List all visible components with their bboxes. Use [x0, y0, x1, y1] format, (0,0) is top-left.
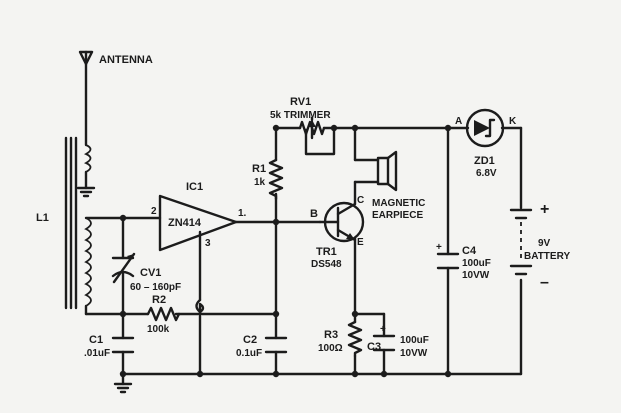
ic1-part-label: ZN414 — [168, 217, 202, 229]
r2-resistor — [146, 306, 181, 322]
zd1-value: 6.8V — [476, 168, 497, 179]
c1-label: C1 — [89, 334, 103, 346]
tr1-emitter-label: E — [357, 237, 364, 248]
tr1-transistor — [318, 201, 365, 243]
zd1-zener-diode — [465, 108, 505, 148]
coil-l1 — [84, 217, 92, 307]
c2-value: 0.1uF — [236, 348, 262, 359]
r1-label: R1 — [252, 163, 266, 175]
c4-label: C4 — [462, 245, 477, 257]
rv1-trimmer — [298, 120, 326, 140]
r2-value: 100k — [147, 324, 170, 335]
magnetic-earpiece — [376, 150, 398, 192]
zd1-label: ZD1 — [474, 155, 495, 167]
c2-capacitor — [264, 336, 288, 354]
c2-label: C2 — [243, 334, 257, 346]
ic1-pin1-label: 1. — [238, 208, 247, 219]
cv1-label: CV1 — [140, 267, 161, 279]
cv1-variable-capacitor — [111, 252, 136, 284]
r3-resistor — [347, 320, 363, 358]
rv1-label: RV1 — [290, 96, 311, 108]
ferrite-core — [64, 136, 78, 310]
battery-minus-sign: – — [540, 274, 549, 291]
r3-value: 100Ω — [318, 343, 343, 354]
earpiece-label-2: EARPIECE — [372, 210, 423, 221]
c3-label: C3 — [367, 341, 381, 353]
ic1-pin2-label: 2 — [151, 206, 157, 217]
r3-label: R3 — [324, 329, 338, 341]
ic1-label: IC1 — [186, 181, 203, 193]
tr1-base-label: B — [310, 208, 318, 220]
zd1-anode-label: A — [455, 116, 462, 127]
c4-plus-sign: + — [436, 242, 442, 253]
c3-plus-sign: + — [380, 324, 386, 335]
c4-value-2: 10VW — [462, 270, 490, 281]
c1-value: .01uF — [84, 348, 110, 359]
c1-capacitor — [111, 336, 135, 354]
antenna — [76, 50, 96, 198]
c4-electrolytic-capacitor — [436, 252, 460, 270]
ic1-amplifier — [158, 194, 238, 252]
junction-dots — [119, 124, 452, 378]
battery-label-2: BATTERY — [524, 251, 570, 262]
rv1-value: 5k TRIMMER — [270, 110, 331, 121]
c3-electrolytic-capacitor — [372, 334, 396, 352]
r1-value: 1k — [254, 177, 266, 188]
tr1-collector-label: C — [357, 195, 364, 206]
ic1-pin3-label: 3 — [205, 238, 211, 249]
c4-value-1: 100uF — [462, 258, 491, 269]
r2-label: R2 — [152, 294, 166, 306]
tr1-label: TR1 — [316, 246, 337, 258]
battery-label-1: 9V — [538, 238, 551, 249]
c3-value-1: 100uF — [400, 335, 429, 346]
antenna-label: ANTENNA — [99, 54, 153, 66]
earpiece-label-1: MAGNETIC — [372, 198, 425, 209]
l1-label: L1 — [36, 212, 49, 224]
battery-9v — [509, 208, 533, 276]
c3-value-2: 10VW — [400, 348, 428, 359]
battery-plus-sign: + — [540, 201, 549, 218]
r1-resistor — [268, 158, 284, 201]
zd1-cathode-label: K — [509, 116, 517, 127]
cv1-value: 60 – 160pF — [130, 282, 181, 293]
tr1-part-label: DS548 — [311, 259, 342, 270]
